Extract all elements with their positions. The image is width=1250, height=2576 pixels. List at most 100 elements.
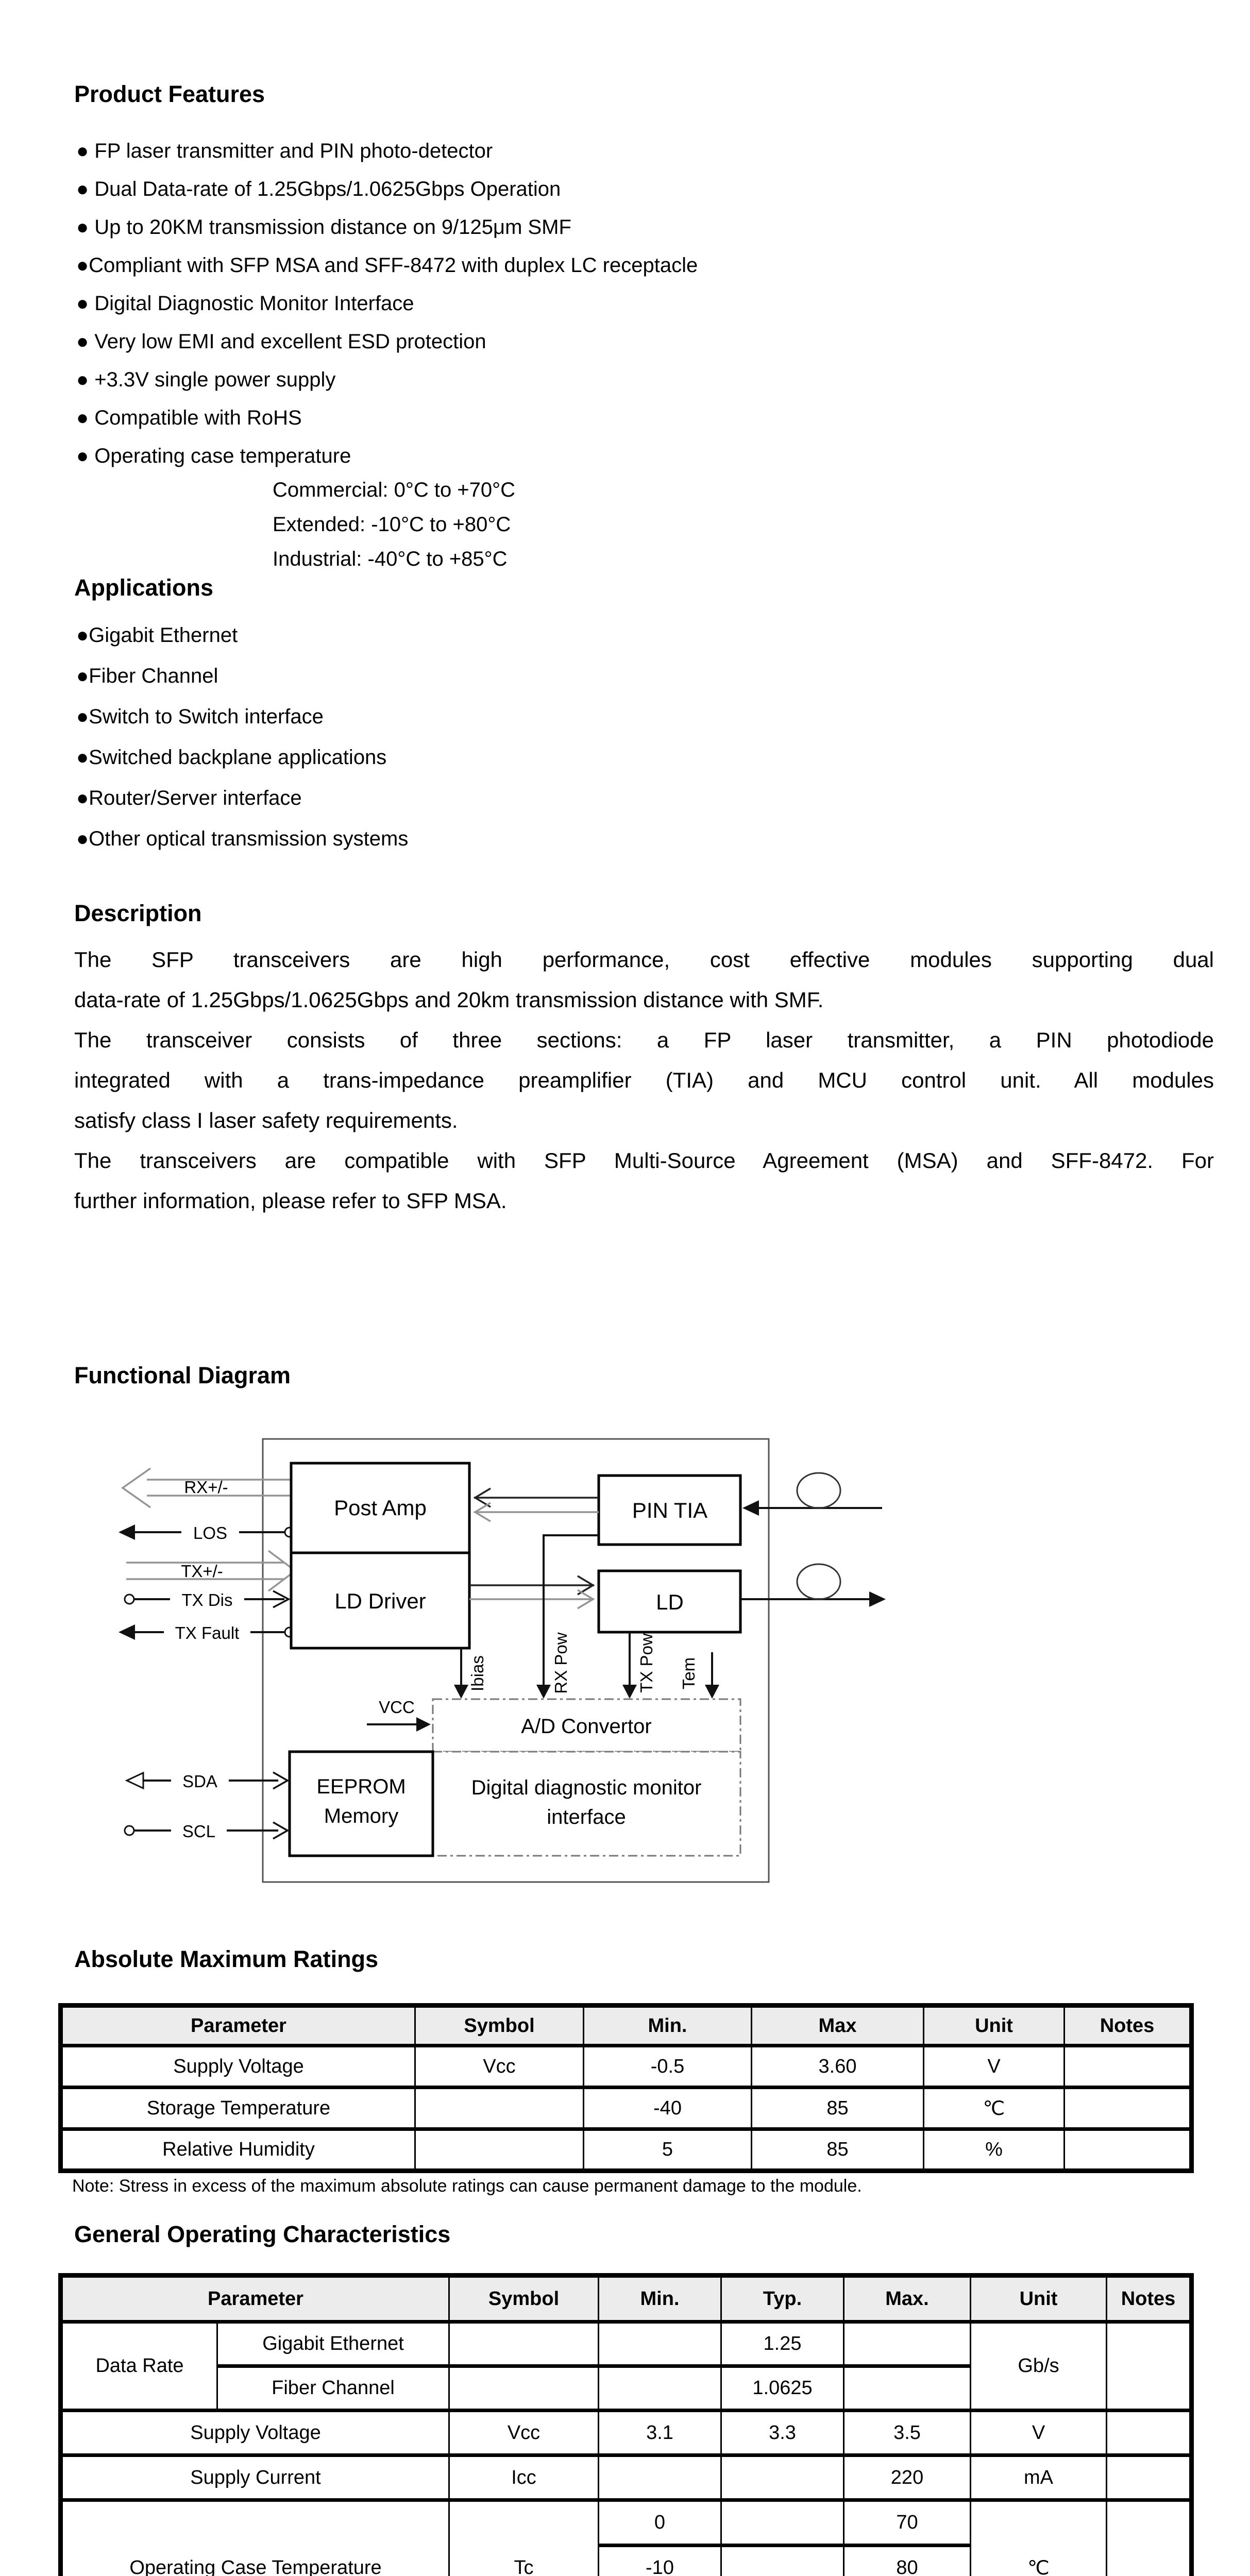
symbol-cell: [414, 2086, 584, 2131]
max-cell: 220: [843, 2453, 971, 2502]
sda-label: SDA: [182, 1772, 217, 1791]
pin-tia-to-post-amp-arrows: [473, 1487, 599, 1522]
fiber-coil-icon: [796, 1563, 841, 1600]
parameter-cell: Storage Temperature: [60, 2086, 416, 2131]
goc-row-supply-current: Supply Current Icc 220 mA: [60, 2453, 1192, 2502]
goc-header-parameter: Parameter: [60, 2274, 450, 2324]
ld-label: LD: [656, 1590, 684, 1614]
goc-header-symbol: Symbol: [448, 2274, 599, 2324]
unit-cell: mA: [970, 2453, 1107, 2502]
rx-label: RX+/-: [184, 1478, 228, 1497]
symbol-cell: [414, 2127, 584, 2173]
unit-cell: V: [970, 2409, 1107, 2457]
notes-cell: [1063, 2127, 1192, 2173]
tx-dis-label: TX Dis: [182, 1590, 233, 1609]
functional-diagram: RX+/- LOS TX+/- TX Dis TX Fault SDA: [119, 1438, 886, 1883]
tem-label: Tem: [679, 1657, 698, 1689]
max-cell: 70: [843, 2498, 971, 2547]
fiber-coil-icon: [796, 1472, 841, 1509]
description-line: integrated with a trans-impedance preamp…: [74, 1068, 1214, 1092]
max-cell: [843, 2320, 971, 2368]
ld-driver-label: LD Driver: [334, 1589, 426, 1613]
goc-header-unit: Unit: [970, 2274, 1107, 2324]
fiber-input: [742, 1472, 882, 1516]
min-cell: -40: [583, 2086, 752, 2131]
application-item: ●Fiber Channel: [76, 665, 218, 687]
data-rate-cell: Data Rate: [60, 2320, 218, 2412]
application-item: ●Other optical transmission systems: [76, 827, 409, 850]
fiber-output: [740, 1563, 886, 1607]
feature-item: ●Compliant with SFP MSA and SFF-8472 wit…: [76, 254, 698, 277]
symbol-cell: [448, 2364, 599, 2412]
description-line: satisfy class I laser safety requirement…: [74, 1108, 458, 1132]
symbol-cell: Vcc: [448, 2409, 599, 2457]
abs-max-header-cell: Symbol: [414, 2004, 584, 2047]
goc-row-op-case-temp-2: -10 80: [61, 2544, 1192, 2576]
vcc-input: VCC: [367, 1698, 431, 1732]
rx-pow-label: RX Pow: [551, 1632, 570, 1693]
abs-max-note: Note: Stress in excess of the maximum ab…: [72, 2176, 862, 2196]
rx-power-tap: RX Pow: [536, 1534, 599, 1699]
section-title-functional-diagram: Functional Diagram: [74, 1362, 291, 1388]
temperature-line: Industrial: -40°C to +85°C: [273, 548, 508, 570]
description-paragraphs: The SFP transceivers are high performanc…: [74, 940, 1214, 1221]
application-item: ●Router/Server interface: [76, 787, 302, 809]
goc-row-op-case-temp-1: Operating Case Temperature Tc 0 70 ℃: [60, 2498, 1192, 2576]
feature-item: ● FP laser transmitter and PIN photo-det…: [76, 140, 493, 162]
vcc-label: VCC: [379, 1698, 415, 1717]
symbol-cell: Tc: [448, 2498, 599, 2576]
description-line: The transceiver consists of three sectio…: [74, 1028, 1214, 1052]
ibias-label: Ibias: [468, 1655, 487, 1691]
max-cell: 85: [751, 2086, 924, 2131]
post-amp-box: [290, 1462, 471, 1554]
ld-driver-box: [290, 1551, 471, 1650]
abs-max-header-cell: Max: [751, 2004, 924, 2047]
tx-fault-line: TX Fault: [119, 1621, 295, 1642]
abs-max-row: Storage Temperature -40 85 ℃: [60, 2086, 1192, 2131]
parameter-cell: Operating Case Temperature: [60, 2498, 450, 2576]
eeprom-label-line1: EEPROM: [316, 1775, 406, 1798]
typ-cell: [720, 2544, 844, 2576]
parameter-cell: Relative Humidity: [60, 2127, 416, 2173]
goc-header-max: Max.: [843, 2274, 971, 2324]
min-cell: -10: [598, 2544, 722, 2576]
goc-header-notes: Notes: [1106, 2274, 1192, 2324]
notes-cell: [1106, 2453, 1192, 2502]
min-cell: 5: [583, 2127, 752, 2173]
pin-tia-label: PIN TIA: [632, 1498, 707, 1522]
product-features-list: ● FP laser transmitter and PIN photo-det…: [76, 132, 698, 475]
description-line: data-rate of 1.25Gbps/1.0625Gbps and 20k…: [74, 988, 824, 1012]
section-title-product-features: Product Features: [74, 81, 265, 107]
los-label: LOS: [193, 1523, 227, 1543]
symbol-cell: Vcc: [414, 2044, 584, 2089]
tx-pow-label: TX Pow: [637, 1633, 656, 1693]
temperature-tap: Tem: [679, 1652, 719, 1699]
ld-driver-to-ld-arrows: [469, 1575, 595, 1609]
description-line: further information, please refer to SFP…: [74, 1189, 507, 1213]
feature-item: ● Operating case temperature: [76, 445, 351, 467]
goc-header-min: Min.: [598, 2274, 722, 2324]
typ-cell: 3.3: [720, 2409, 844, 2457]
notes-cell: [1063, 2086, 1192, 2131]
abs-max-row: Supply Voltage Vcc -0.5 3.60 V: [60, 2044, 1192, 2089]
scl-label: SCL: [182, 1822, 215, 1841]
min-cell: [598, 2320, 722, 2368]
section-title-applications: Applications: [74, 574, 214, 601]
tx-disable-line: TX Dis: [124, 1588, 291, 1609]
temperature-line: Extended: -10°C to +80°C: [273, 513, 511, 536]
notes-cell: [1106, 2320, 1192, 2412]
goc-table: Parameter Symbol Min. Typ. Max. Unit Not…: [58, 2273, 1194, 2576]
los-signal-line: LOS: [119, 1521, 295, 1543]
sub-parameter-cell: Gigabit Ethernet: [216, 2320, 450, 2368]
ddm-label-line1: Digital diagnostic monitor: [471, 1776, 702, 1799]
symbol-cell: Icc: [448, 2453, 599, 2502]
min-cell: [598, 2364, 722, 2412]
section-title-description: Description: [74, 900, 202, 926]
description-line: The SFP transceivers are high performanc…: [74, 947, 1214, 972]
tx-power-tap: TX Pow: [622, 1632, 656, 1699]
ad-convertor-label: A/D Convertor: [521, 1715, 651, 1738]
feature-item: ● Very low EMI and excellent ESD protect…: [76, 330, 486, 353]
scl-line: SCL: [124, 1819, 290, 1841]
